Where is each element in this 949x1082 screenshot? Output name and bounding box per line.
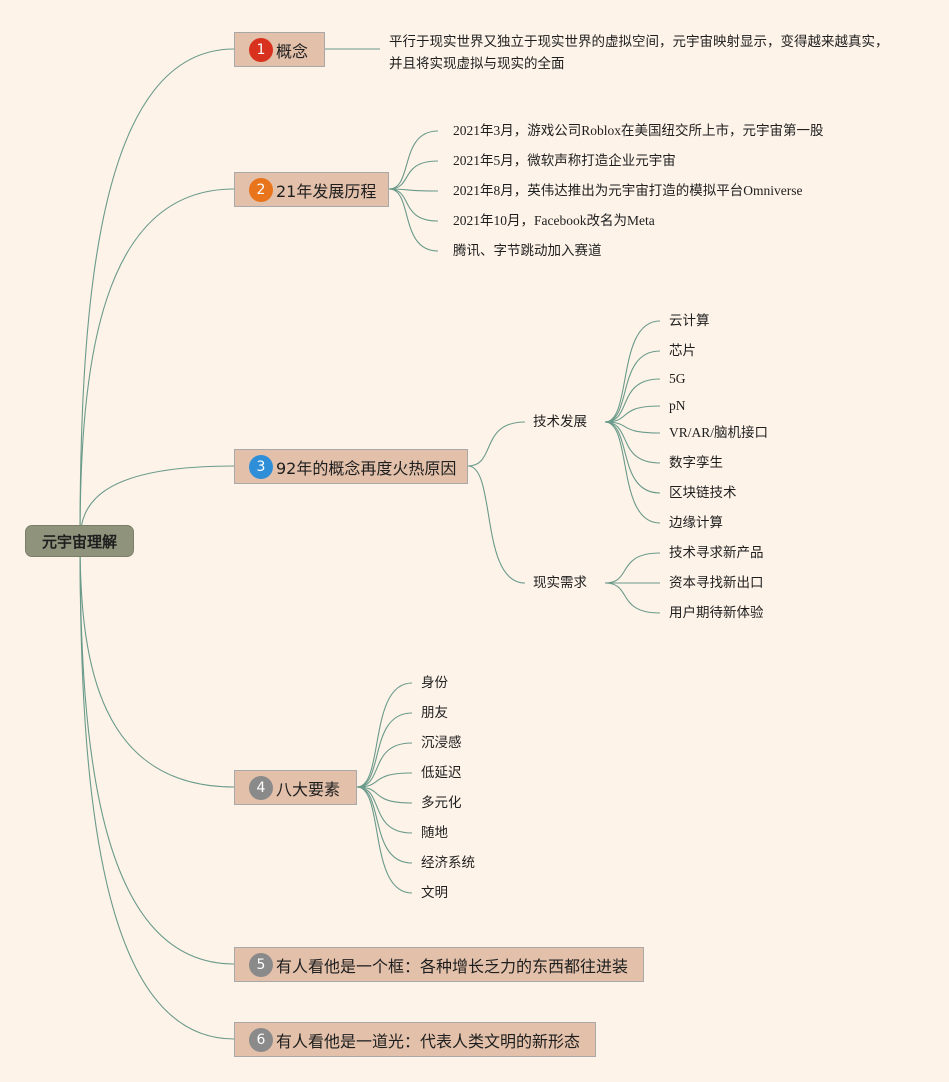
history-link (388, 160, 439, 190)
element-item: 低延迟 (421, 765, 462, 780)
root-link-5 (79, 540, 235, 965)
tech-item: 5G (669, 371, 686, 386)
element-item: 文明 (421, 885, 448, 900)
number-badge-4: 4 (249, 775, 273, 800)
element-item: 多元化 (421, 795, 462, 810)
tech-item: 数字孪生 (669, 455, 723, 470)
root-link-2 (79, 188, 235, 542)
concept-description: 平行于现实世界又独立于现实世界的虚拟空间，元宇宙映射显示，变得越来越真实，并且将… (389, 34, 889, 71)
branch-view-light[interactable]: 6 有人看他是一道光：代表人类文明的新形态 (234, 1022, 596, 1057)
branch-label: 概念 (276, 41, 309, 61)
branch-eight-elements[interactable]: 4 八大要素 (234, 770, 357, 805)
tech-link (604, 405, 661, 423)
number-badge-1: 1 (249, 37, 273, 62)
branch-label: 有人看他是一道光：代表人类文明的新形态 (276, 1031, 581, 1051)
tech-item: 区块链技术 (669, 485, 737, 500)
group-link (467, 421, 526, 467)
tech-link (604, 421, 661, 464)
element-item: 经济系统 (421, 855, 475, 870)
branch-label: 有人看他是一个框：各种增长乏力的东西都往进装 (276, 956, 629, 976)
number-badge-5: 5 (249, 952, 273, 977)
history-link (388, 188, 439, 192)
tech-item: VR/AR/脑机接口 (669, 425, 769, 440)
tech-item: 边缘计算 (669, 515, 723, 530)
tech-link (604, 421, 661, 434)
demand-link (604, 582, 661, 614)
history-link (388, 188, 439, 222)
demand-item: 资本寻找新出口 (669, 575, 764, 590)
subgroup-tech-development[interactable]: 技术发展 (533, 414, 587, 429)
demand-item: 技术寻求新产品 (669, 545, 764, 560)
element-link (356, 786, 413, 834)
root-node[interactable]: 元宇宙理解 (25, 525, 134, 557)
branch-label: 92年的概念再度火热原因 (276, 458, 457, 478)
branch-label: 八大要素 (276, 779, 341, 799)
history-item: 2021年8月，英伟达推出为元宇宙打造的模拟平台Omniverse (453, 183, 803, 198)
tech-item: pN (669, 398, 686, 413)
number-badge-2: 2 (249, 177, 273, 202)
subgroup-real-demand[interactable]: 现实需求 (533, 575, 587, 590)
branch-label: 21年发展历程 (276, 181, 377, 201)
root-link-1 (79, 48, 235, 542)
root-link-4 (79, 540, 235, 788)
history-item: 2021年5月，微软声称打造企业元宇宙 (453, 153, 676, 168)
element-item: 沉浸感 (421, 735, 462, 750)
group-link (467, 465, 526, 584)
root-label: 元宇宙理解 (41, 532, 117, 551)
tech-item: 云计算 (669, 313, 710, 328)
demand-link (604, 552, 661, 584)
element-link (356, 742, 413, 788)
number-badge-3: 3 (249, 454, 273, 479)
branch-concept[interactable]: 1 概念 (234, 32, 325, 67)
tech-link (604, 378, 661, 423)
tech-item: 芯片 (669, 343, 696, 358)
tech-link (604, 421, 661, 524)
element-link (356, 772, 413, 788)
branch-view-frame[interactable]: 5 有人看他是一个框：各种增长乏力的东西都往进装 (234, 947, 644, 982)
element-item: 朋友 (421, 705, 448, 720)
element-link (356, 712, 413, 788)
element-link (356, 786, 413, 804)
demand-item: 用户期待新体验 (669, 605, 764, 620)
number-badge-6: 6 (249, 1027, 273, 1052)
tech-link (604, 350, 661, 423)
history-link (388, 130, 439, 190)
element-item: 身份 (421, 675, 448, 690)
element-link (356, 682, 413, 788)
history-item: 2021年3月，游戏公司Roblox在美国纽交所上市，元宇宙第一股 (453, 123, 824, 138)
element-item: 随地 (421, 825, 448, 840)
history-item: 腾讯、字节跳动加入赛道 (453, 243, 602, 258)
branch-revival-reasons[interactable]: 3 92年的概念再度火热原因 (234, 449, 468, 484)
history-item: 2021年10月，Facebook改名为Meta (453, 213, 655, 228)
root-link-6 (79, 540, 235, 1040)
branch-2021-history[interactable]: 2 21年发展历程 (234, 172, 389, 207)
history-link (388, 188, 439, 252)
tech-link (604, 320, 661, 423)
element-link (356, 786, 413, 894)
